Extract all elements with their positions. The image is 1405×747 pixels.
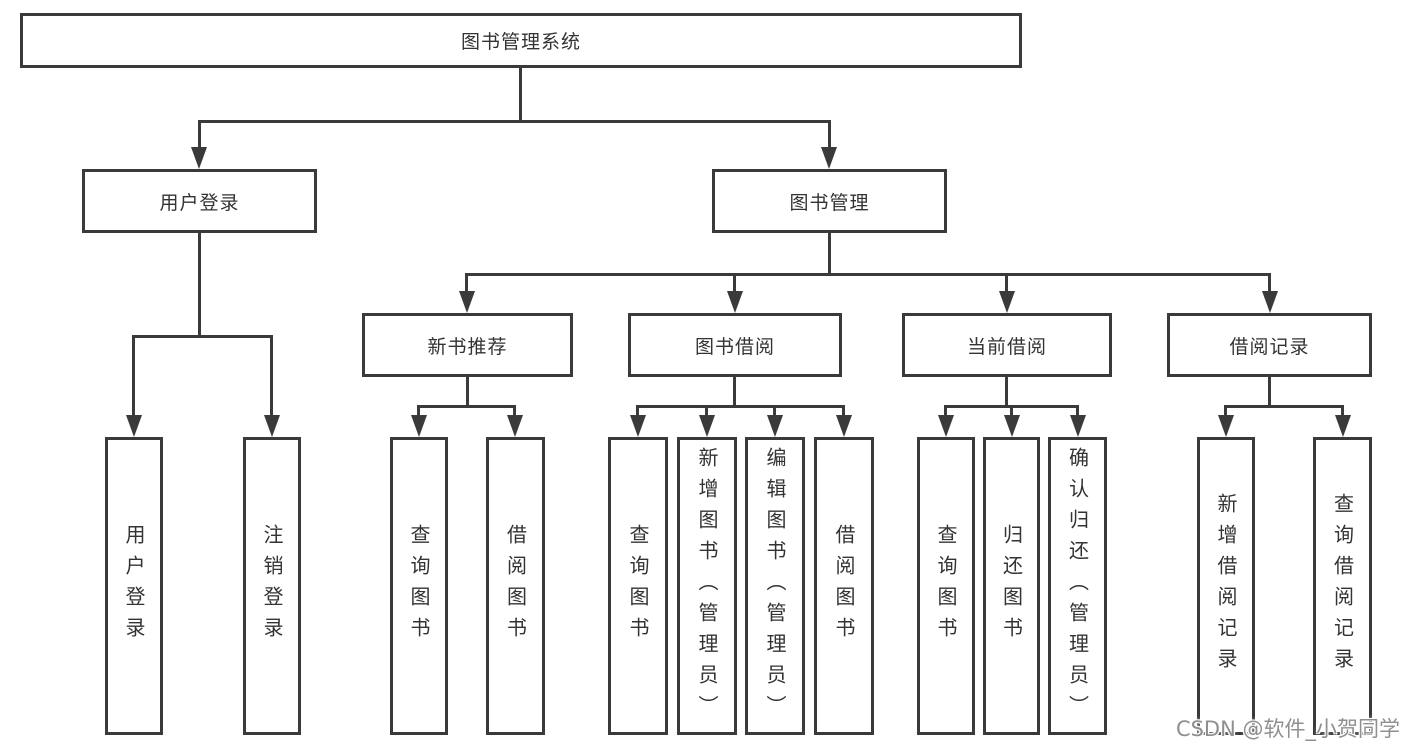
connector-line	[1268, 273, 1271, 295]
connector-line	[1076, 405, 1079, 419]
leaf-label: 查询图书	[626, 524, 650, 648]
leaf-query-borrow-record: 查询借阅记录	[1313, 437, 1372, 735]
connector-line	[519, 66, 522, 120]
node-current-borrow: 当前借阅	[902, 313, 1112, 377]
csdn-watermark: CSDN @软件_小贺同学	[1175, 717, 1400, 741]
leaf-logout: 注销登录	[243, 437, 301, 735]
leaf-label: 查询借阅记录	[1330, 493, 1355, 679]
leaf-add-borrow-record: 新增借阅记录	[1197, 437, 1255, 735]
connector-line	[828, 231, 831, 273]
node-borrow-records: 借阅记录	[1167, 313, 1372, 377]
connector-line	[1224, 405, 1344, 408]
connector-line	[1224, 405, 1227, 419]
leaf-label: 借阅图书	[503, 524, 528, 648]
arrowhead-icon	[264, 415, 280, 437]
leaf-label: 查询图书	[407, 524, 431, 648]
leaf-recommend-borrow-books: 借阅图书	[486, 437, 545, 735]
connector-line	[733, 375, 736, 405]
connector-line	[828, 120, 831, 150]
arrowhead-icon	[699, 415, 715, 437]
arrowhead-icon	[727, 291, 743, 313]
leaf-borrow-books: 借阅图书	[814, 437, 874, 735]
connector-line	[513, 405, 516, 419]
arrowhead-icon	[191, 147, 207, 169]
leaf-current-query-books: 查询图书	[917, 437, 975, 735]
node-library-management-system: 图书管理系统	[20, 13, 1022, 68]
node-label: 当前借阅	[966, 335, 1047, 358]
connector-line	[132, 335, 273, 338]
node-label: 新书推荐	[427, 335, 508, 358]
arrowhead-icon	[507, 415, 523, 437]
leaf-borrow-query-books: 查询图书	[608, 437, 668, 735]
arrowhead-icon	[836, 415, 852, 437]
connector-line	[1268, 375, 1271, 405]
connector-line	[944, 405, 947, 419]
node-label: 借阅记录	[1229, 335, 1310, 358]
arrowhead-icon	[630, 415, 646, 437]
arrowhead-icon	[767, 415, 783, 437]
leaf-label: 确认归还（管理员）	[1065, 446, 1090, 726]
leaf-recommend-query-books: 查询图书	[390, 437, 448, 735]
connector-line	[636, 405, 845, 408]
connector-line	[1010, 405, 1013, 419]
connector-line	[465, 273, 1271, 276]
leaf-edit-books-admin: 编辑图书（管理员）	[745, 437, 805, 735]
leaf-confirm-return-admin: 确认归还（管理员）	[1048, 437, 1107, 735]
node-book-borrow: 图书借阅	[628, 313, 842, 377]
leaf-add-books-admin: 新增图书（管理员）	[677, 437, 737, 735]
arrowhead-icon	[1004, 415, 1020, 437]
arrowhead-icon	[938, 415, 954, 437]
arrowhead-icon	[1335, 415, 1351, 437]
connector-line	[465, 273, 468, 295]
arrowhead-icon	[1070, 415, 1086, 437]
arrowhead-icon	[1262, 291, 1278, 313]
node-book-management: 图书管理	[712, 169, 947, 233]
node-label: 图书管理系统	[460, 31, 581, 53]
connector-line	[198, 120, 201, 150]
connector-line	[270, 335, 273, 419]
leaf-user-login: 用户登录	[105, 437, 163, 735]
leaf-return-books: 归还图书	[983, 437, 1040, 735]
connector-line	[1005, 273, 1008, 295]
node-new-book-recommend: 新书推荐	[362, 313, 573, 377]
connector-line	[636, 405, 639, 419]
connector-line	[132, 335, 135, 419]
leaf-label: 新增图书（管理员）	[695, 446, 719, 726]
connector-line	[733, 273, 736, 295]
connector-line	[842, 405, 845, 419]
leaf-label: 注销登录	[260, 524, 284, 648]
node-user-login: 用户登录	[82, 169, 317, 233]
arrowhead-icon	[999, 291, 1015, 313]
connector-line	[466, 375, 469, 405]
connector-line	[417, 405, 516, 408]
node-label: 图书管理	[789, 191, 870, 214]
leaf-label: 借阅图书	[832, 524, 856, 648]
connector-line	[417, 405, 420, 419]
leaf-label: 新增借阅记录	[1214, 493, 1238, 679]
connector-line	[773, 405, 776, 419]
connector-line	[705, 405, 708, 419]
leaf-label: 编辑图书（管理员）	[763, 446, 787, 726]
leaf-label: 用户登录	[122, 524, 146, 648]
arrowhead-icon	[126, 415, 142, 437]
connector-line	[198, 120, 831, 123]
connector-line	[198, 231, 201, 335]
leaf-label: 归还图书	[999, 524, 1024, 648]
arrowhead-icon	[1218, 415, 1234, 437]
leaf-label: 查询图书	[934, 524, 958, 648]
arrowhead-icon	[821, 147, 837, 169]
arrowhead-icon	[459, 291, 475, 313]
node-label: 图书借阅	[694, 335, 775, 358]
node-label: 用户登录	[159, 191, 240, 214]
arrowhead-icon	[411, 415, 427, 437]
connector-line	[1005, 375, 1008, 405]
connector-line	[1341, 405, 1344, 419]
